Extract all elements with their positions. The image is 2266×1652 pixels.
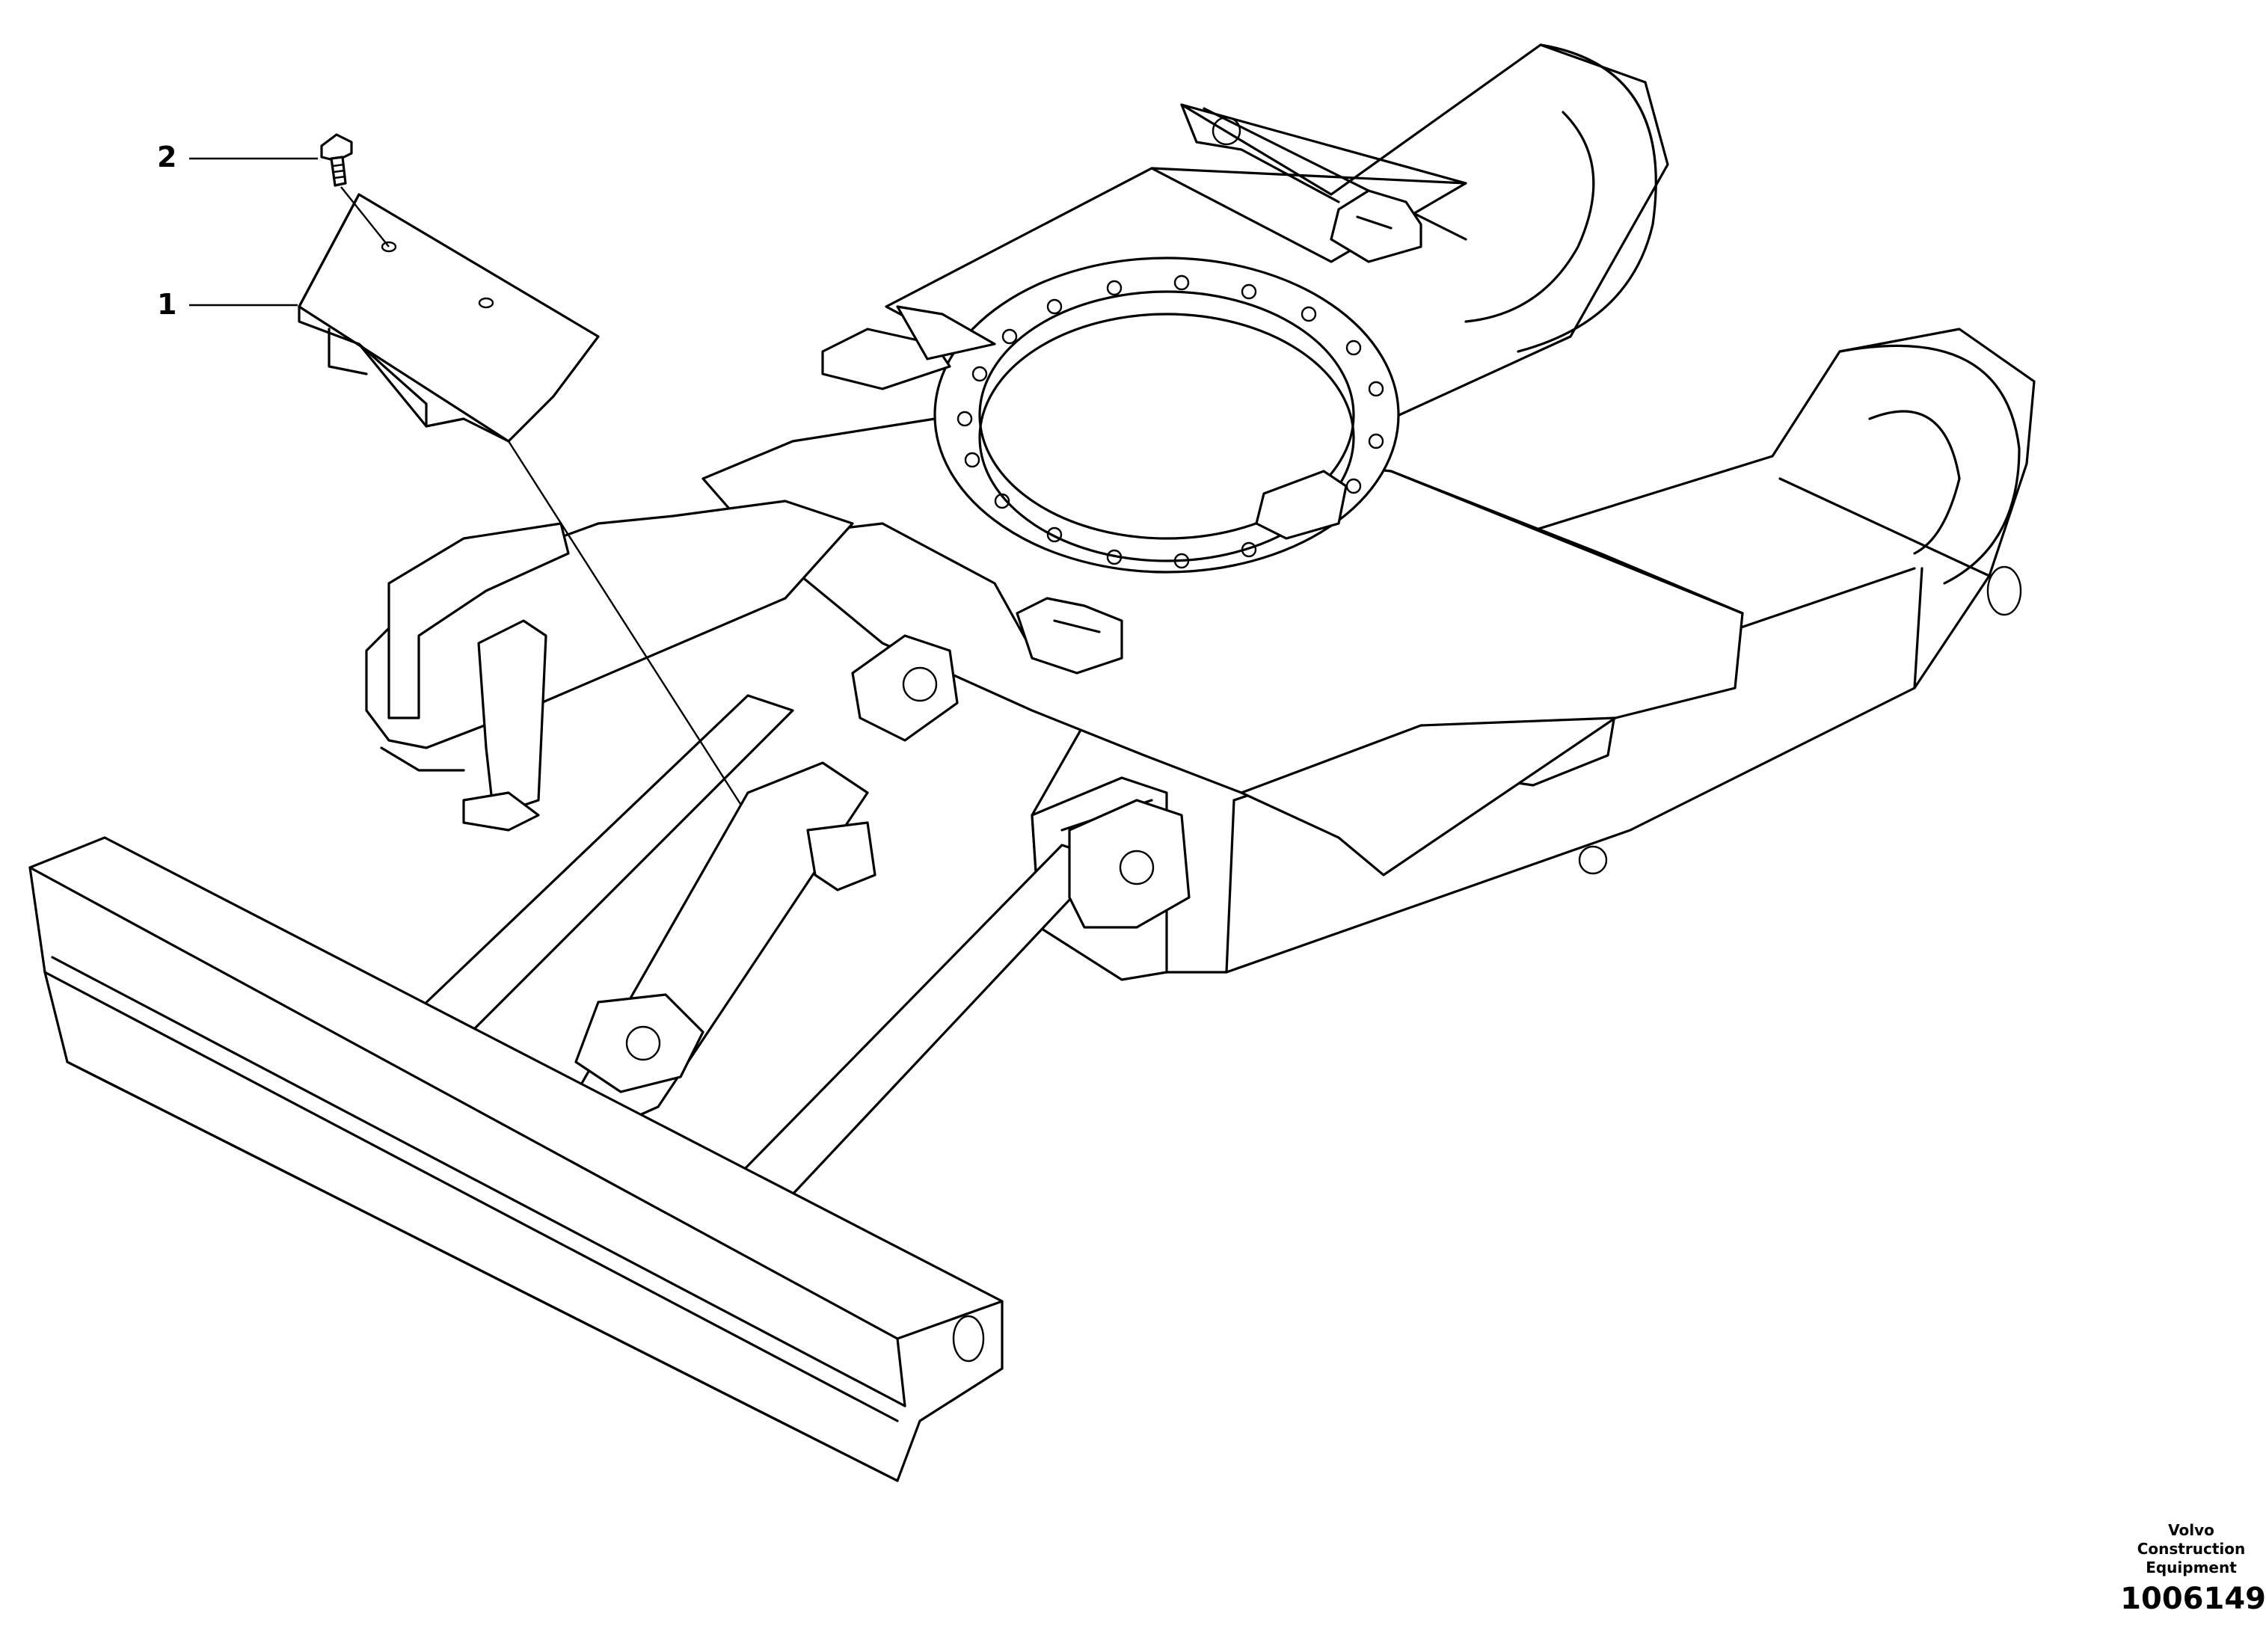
callout-2: 2	[157, 141, 177, 174]
brand-label: Volvo Construction Equipment	[2116, 1521, 2266, 1577]
dozer-arms	[417, 634, 1191, 1235]
swing-ring-bolt-holes	[957, 274, 1384, 569]
dozer-blade	[28, 836, 1004, 1482]
cover-plate-part-1	[298, 193, 600, 443]
figure-number: 1006149	[2120, 1582, 2266, 1616]
brand-line-1: Volvo Construction	[2137, 1521, 2246, 1558]
screw-part-2	[320, 133, 353, 187]
leader-lines	[189, 157, 742, 805]
callout-1: 1	[157, 288, 177, 321]
left-track-frame	[365, 500, 854, 832]
center-frame	[701, 257, 1744, 876]
brand-line-2: Equipment	[2146, 1559, 2237, 1576]
